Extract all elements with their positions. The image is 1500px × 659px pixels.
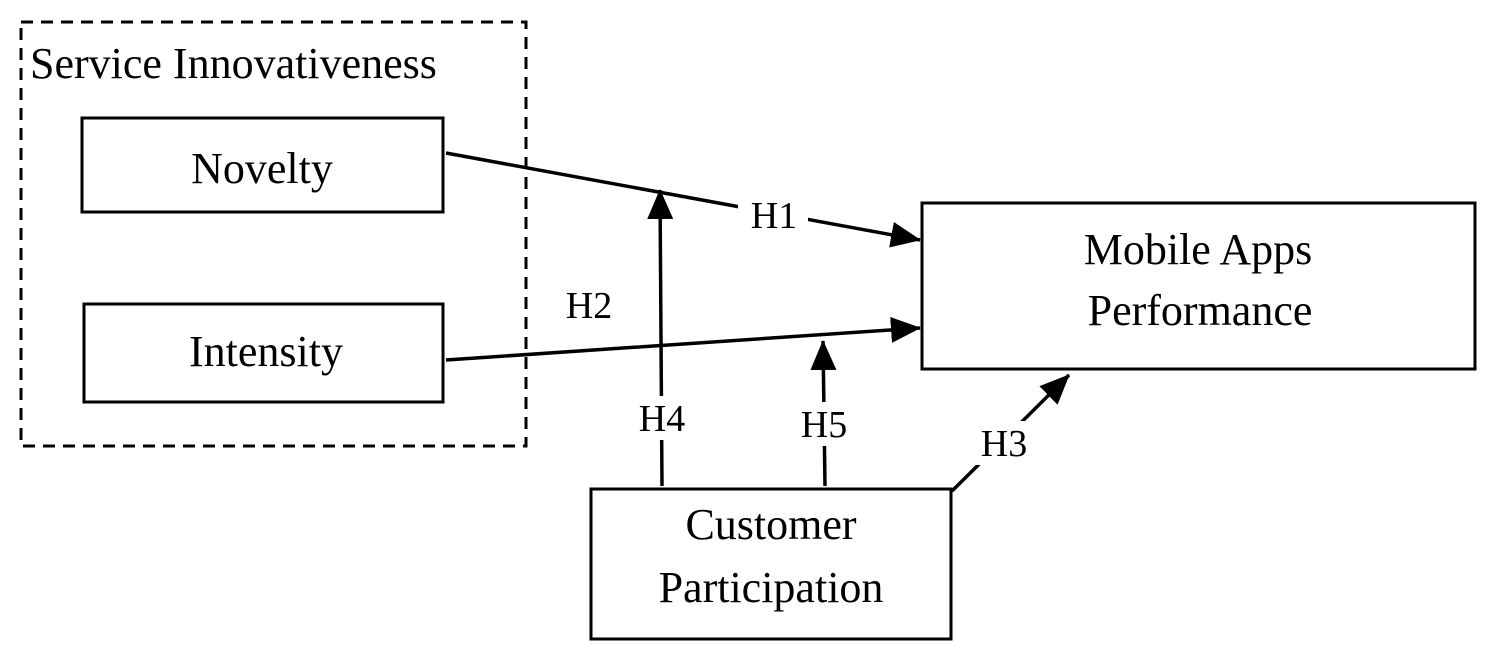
h1-path: H1 xyxy=(445,151,921,248)
h4-arrow-line xyxy=(647,189,674,487)
customer-participation-node: Customer Participation xyxy=(589,487,953,641)
mobile-apps-performance-box xyxy=(920,201,1477,371)
customer-participation-label-line1: Customer xyxy=(685,500,856,549)
h1-label: H1 xyxy=(751,195,797,237)
h5-path: H5 xyxy=(792,340,856,487)
service-innovativeness-group: Service Innovativeness xyxy=(19,20,528,448)
intensity-node: Intensity xyxy=(82,302,445,404)
h5-label: H5 xyxy=(801,404,847,446)
h3-label: H3 xyxy=(981,423,1027,465)
mobile-apps-performance-label-line1: Mobile Apps xyxy=(1084,225,1313,274)
mobile-apps-performance-node: Mobile Apps Performance xyxy=(920,201,1477,371)
novelty-node: Novelty xyxy=(80,116,445,214)
customer-participation-box xyxy=(589,487,953,641)
customer-participation-label-line2: Participation xyxy=(659,563,884,612)
mobile-apps-performance-label-line2: Performance xyxy=(1088,286,1313,335)
h2-path: H2 xyxy=(445,285,921,362)
h4-path: H4 xyxy=(630,189,694,487)
h4-label-background xyxy=(630,396,694,440)
service-innovativeness-label: Service Innovativeness xyxy=(30,39,437,88)
h5-label-background xyxy=(792,402,856,446)
intensity-box xyxy=(82,302,445,404)
novelty-box xyxy=(80,116,445,214)
h2-label: H2 xyxy=(566,285,612,327)
h1-arrow-line xyxy=(445,151,921,248)
intensity-label: Intensity xyxy=(189,327,343,376)
h3-label-background xyxy=(974,421,1038,465)
h2-arrow-line xyxy=(445,316,921,362)
h3-path: H3 xyxy=(950,373,1071,493)
h4-label: H4 xyxy=(639,398,685,440)
novelty-label: Novelty xyxy=(191,144,333,193)
h1-label-background xyxy=(738,193,808,235)
service-innovativeness-dashed-border xyxy=(19,20,528,448)
